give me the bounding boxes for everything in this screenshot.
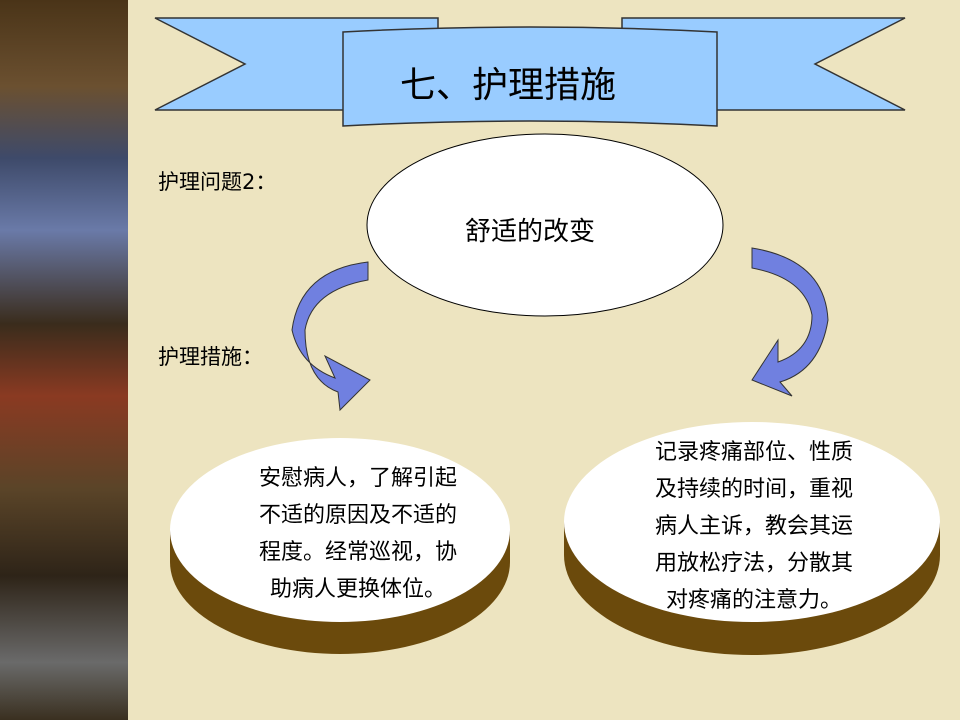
text-line: 对疼痛的注意力。: [665, 588, 842, 613]
text-line: 不适的原因及不适的: [258, 503, 457, 528]
left-curved-arrow: [291, 261, 371, 412]
page-title: 七、护理措施: [400, 65, 617, 106]
right-curved-arrow: [751, 247, 829, 397]
right-measure-disc: [564, 422, 940, 655]
text-line: 及持续的时间，重视: [654, 477, 853, 502]
left-measure-text: 安慰病人，了解引起 不适的原因及不适的 程度。经常巡视，协 助病人更换体位。: [230, 460, 486, 608]
decorative-medal-image-strip: [0, 0, 128, 720]
problem-ellipse: [366, 133, 724, 317]
text-line: 安慰病人，了解引起: [258, 466, 457, 491]
right-measure-text: 记录疼痛部位、性质 及持续的时间，重视 病人主诉，教会其运 用放松疗法，分散其 …: [626, 434, 882, 619]
left-measure-disc: [170, 438, 510, 654]
text-line: 助病人更换体位。: [269, 577, 446, 602]
text-line: 记录疼痛部位、性质: [654, 440, 853, 465]
text-line: 程度。经常巡视，协: [258, 540, 457, 565]
title-banner: [154, 17, 906, 127]
text-line: 用放松疗法，分散其: [654, 551, 853, 576]
problem-text: 舒适的改变: [465, 217, 596, 247]
text-line: 病人主诉，教会其运: [654, 514, 853, 539]
problem-label: 护理问题2：: [158, 170, 277, 194]
measures-label: 护理措施：: [158, 345, 263, 369]
